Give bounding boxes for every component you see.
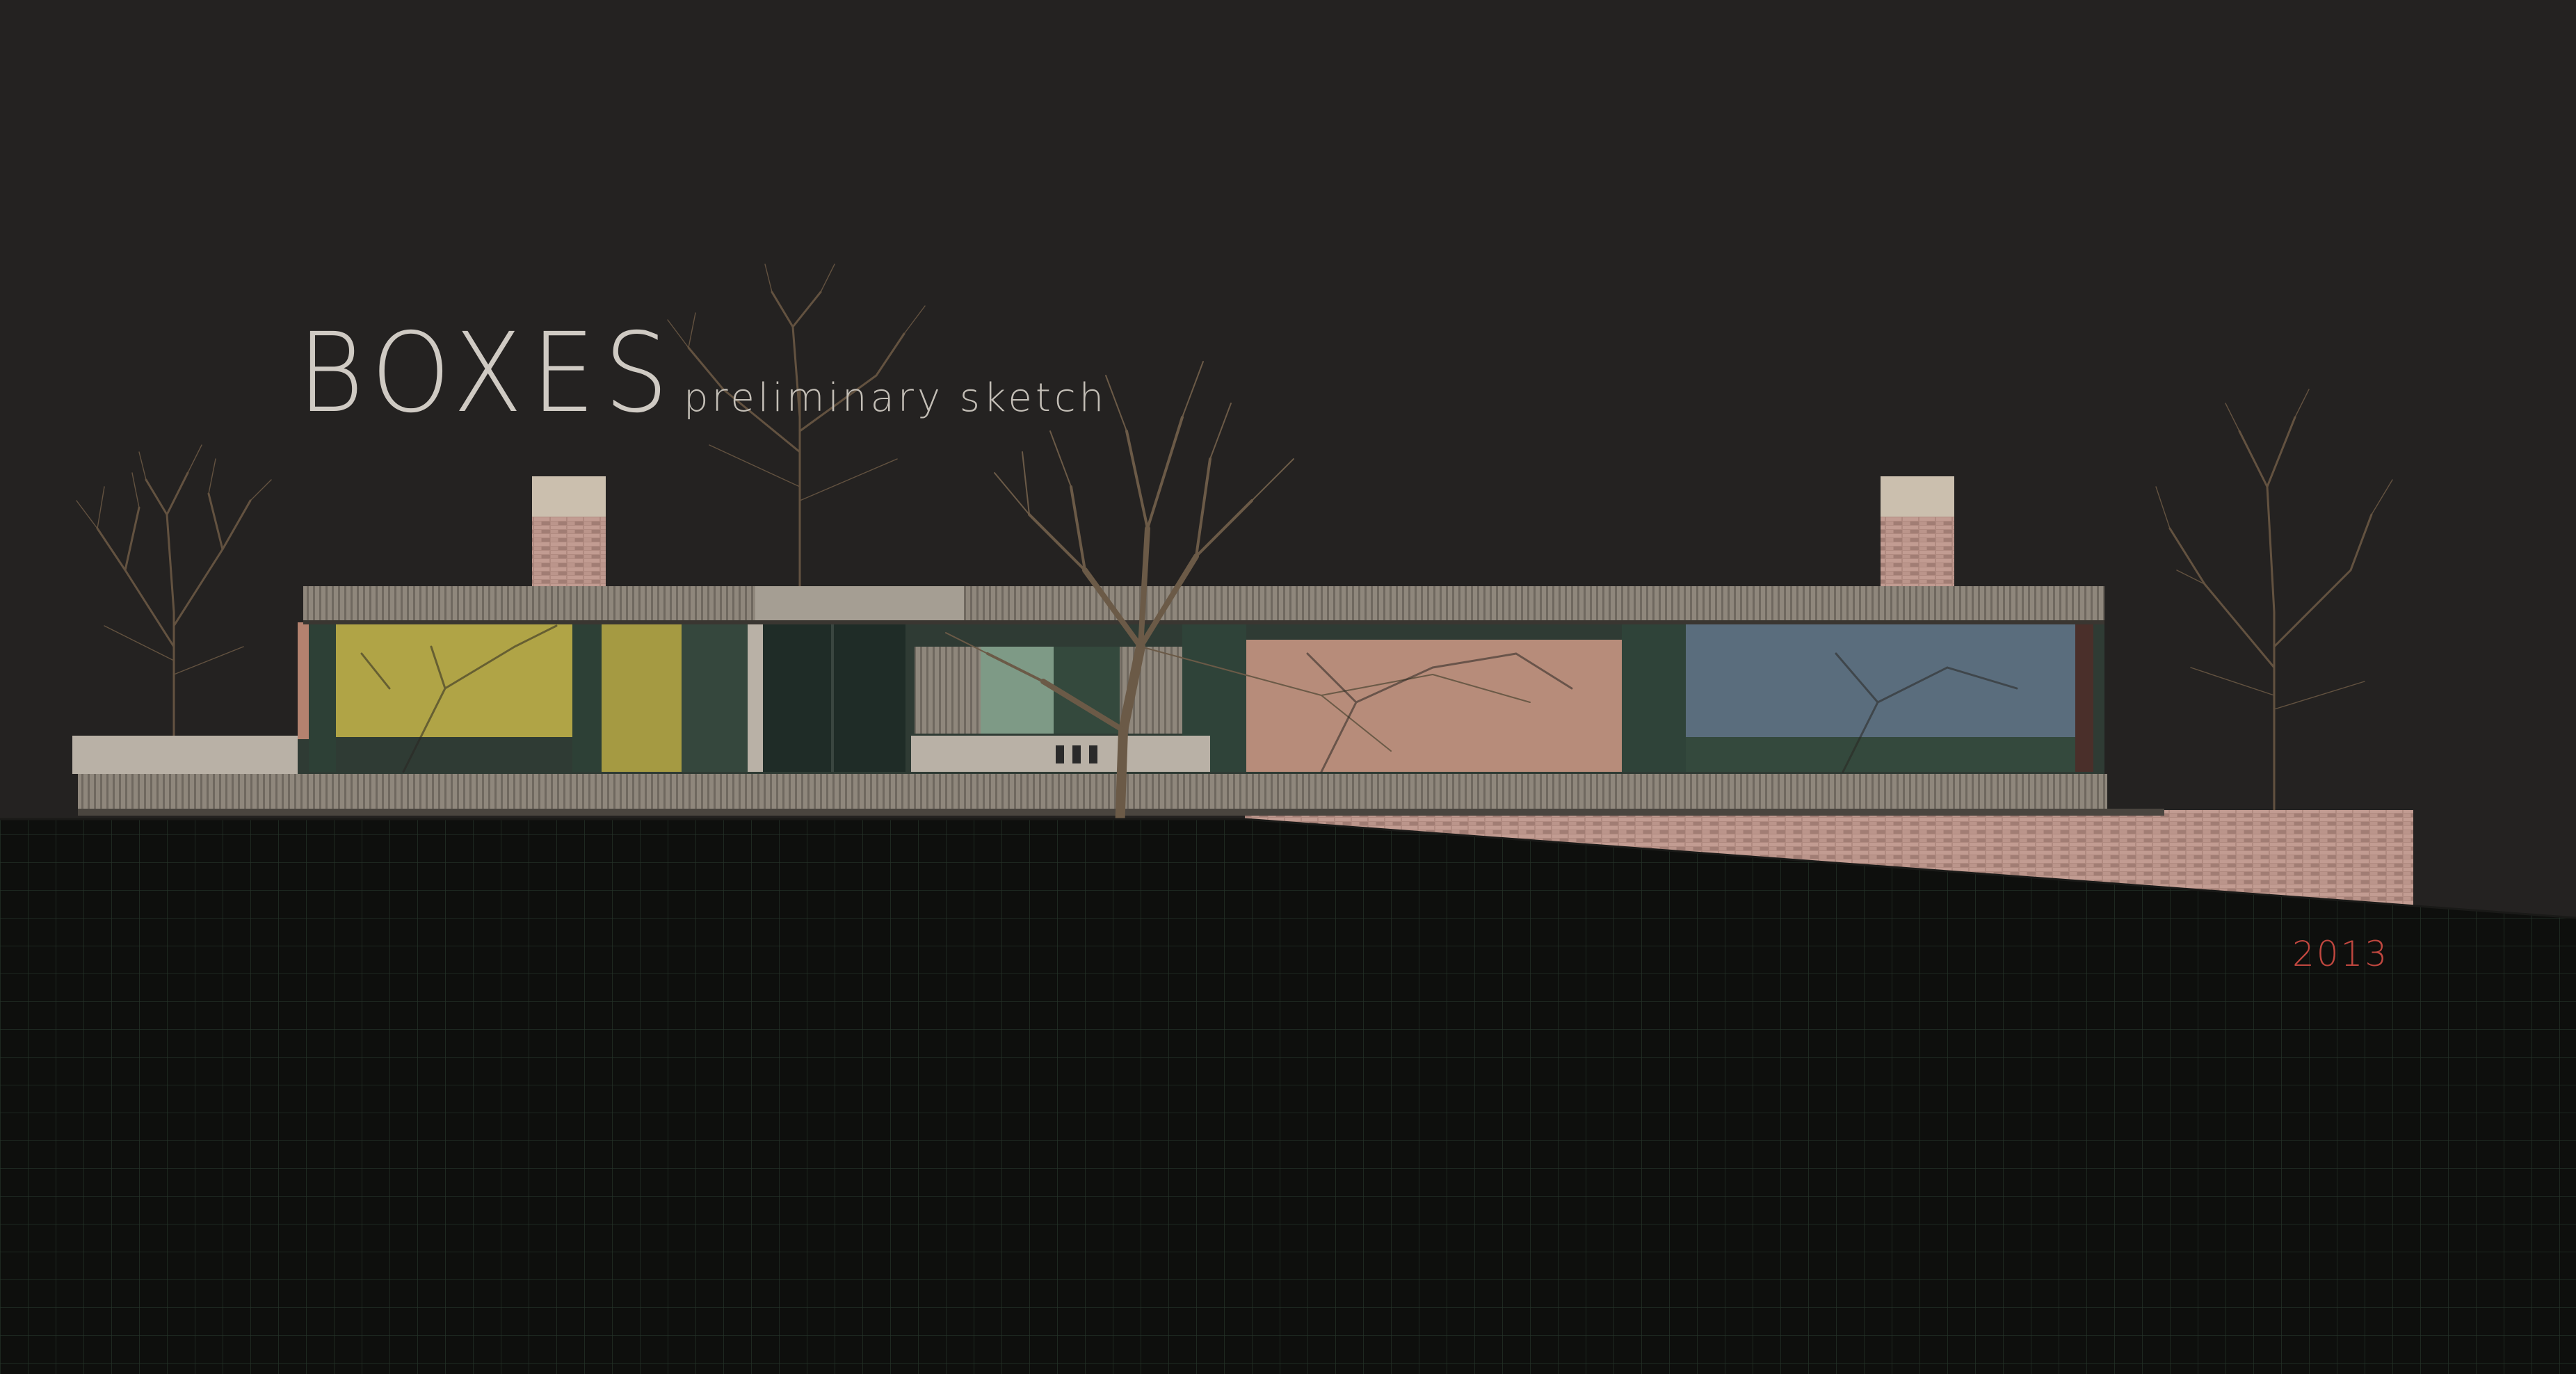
glass-green-6 [1622,622,1686,772]
drawing-year: 2013 [2292,934,2390,974]
drawing-title: BOXES [298,309,677,437]
panel-pink [1246,640,1622,772]
end-wall-right [2075,622,2093,772]
tree-far-left [76,444,272,738]
terrace-slab-left [72,736,309,774]
plinth-slats [78,774,2107,812]
glass-green-2 [572,622,602,772]
panel-yellow-small [602,622,682,772]
chimney-right [1881,476,1954,586]
tree-behind-title [667,264,926,592]
glass-dark-mullion [831,622,834,772]
ground-grid [0,819,2576,1374]
roof-shadow [303,620,2104,624]
trees-background [76,264,2393,811]
ground [0,818,2576,1374]
end-wall-left [298,622,309,739]
glass-green-1 [309,622,336,772]
chimney-left [532,476,606,586]
tree-center [945,361,1531,836]
roof-fascia-center [755,586,964,622]
roof-fascia-right [964,586,2104,622]
tree-shadows [360,624,2018,773]
panel-yellow-large [336,622,572,737]
panel-slat-door [915,647,981,734]
panel-blue [1686,622,2075,737]
roof-fascia-left [303,586,755,622]
glass-green-7 [1686,737,2075,772]
ground-line [0,818,2576,919]
core-wall [748,622,763,772]
facade-panels [298,622,2093,772]
drawing-subtitle: preliminary sketch [684,375,1108,421]
glass-dark [763,622,905,772]
tree-far-right [2155,389,2393,811]
terrace-openings [1056,745,1097,763]
glass-green-3 [682,622,748,772]
panel-sage [981,647,1054,734]
